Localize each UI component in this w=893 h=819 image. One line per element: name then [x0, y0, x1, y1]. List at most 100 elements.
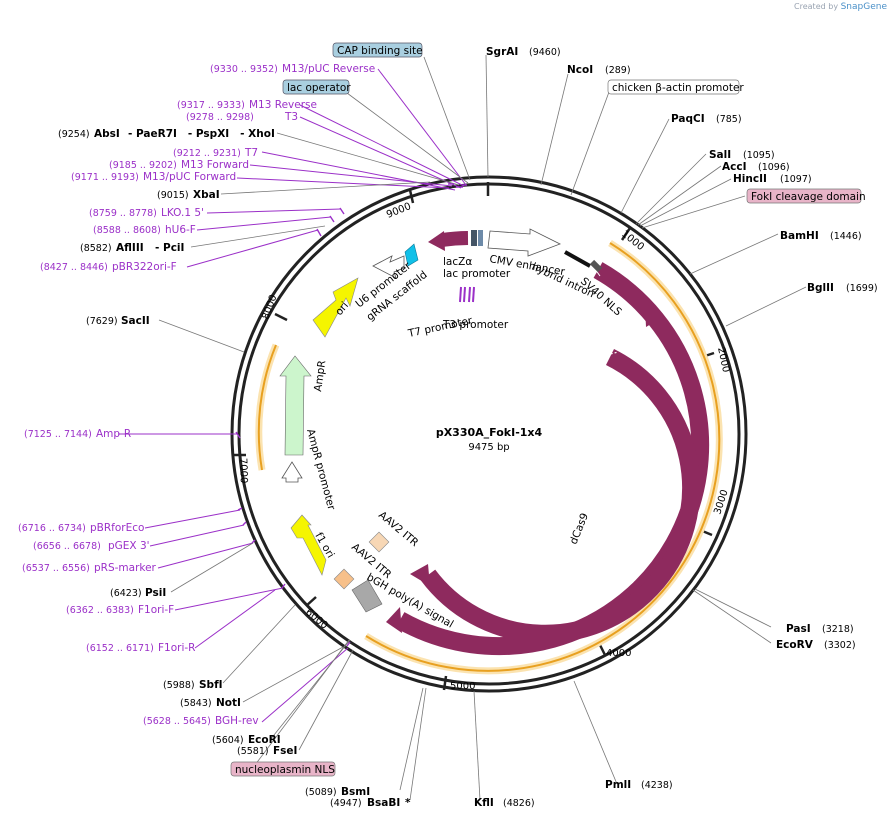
enzyme-afliii-pos: (8582)	[80, 243, 112, 254]
primer-m13puc-reverse: M13/pUC Reverse	[282, 63, 375, 75]
enzyme-bamhi-pos: (1446)	[830, 231, 862, 242]
primer-pbrforeco: pBRforEco	[90, 522, 144, 534]
primer-marks	[235, 183, 467, 647]
feature-t3-promoter: T3 promoter	[442, 319, 509, 331]
enzyme-acci: AccI	[722, 161, 746, 173]
enzyme-bamhi: BamHI	[780, 230, 819, 242]
primer-ampr: Amp-R	[96, 428, 131, 440]
box-cap-binding-site: CAP binding site	[337, 45, 423, 57]
feature-ampr: AmpR	[312, 360, 328, 393]
feature-arrows	[279, 228, 710, 656]
enzyme-noti: NotI	[216, 697, 241, 709]
enzyme-ecori-pos: (5604)	[212, 735, 244, 746]
tick-2000: 2000	[715, 346, 731, 373]
primer-hu6f: hU6-F	[165, 224, 196, 236]
enzyme-sbfi: SbfI	[199, 679, 223, 691]
enzyme-hincii-pos: (1097)	[780, 174, 812, 185]
primer-m13puc-forward-pos: (9171 .. 9193)	[71, 172, 139, 183]
enzyme-fsei-pos: (5581)	[237, 746, 269, 757]
boxed-labels: CAP binding site lac operator chicken β-…	[230, 42, 866, 777]
primer-pbr322ori-pos: (8427 .. 8446)	[40, 262, 108, 273]
primer-lko1: LKO.1 5'	[161, 207, 204, 219]
snapgene-credit: Created by SnapGene	[794, 2, 887, 12]
tick-8000: 8000	[260, 293, 279, 321]
box-lac-operator: lac operator	[287, 82, 351, 94]
enzyme-absi-isoschizomers: - PaeR7I - PspXI - XhoI	[128, 128, 275, 140]
enzyme-pasi-pos: (3218)	[822, 624, 854, 635]
enzyme-pmli: PmlI	[605, 779, 631, 791]
enzyme-sgrai: SgrAI	[486, 46, 518, 58]
enzyme-paqci-pos: (785)	[716, 114, 742, 125]
enzyme-acci-pos: (1096)	[758, 162, 790, 173]
enzyme-sacii: SacII	[121, 315, 150, 327]
primer-pbr322ori: pBR322ori-F	[112, 261, 177, 273]
primer-hu6f-pos: (8588 .. 8608)	[93, 225, 161, 236]
primer-prsmarker: pRS-marker	[94, 562, 157, 574]
enzyme-bglii: BglII	[807, 282, 834, 294]
primer-m13-forward: M13 Forward	[181, 159, 249, 171]
enzyme-sali: SalI	[709, 149, 731, 161]
enzyme-bsmi: BsmI	[341, 786, 370, 798]
enzyme-xbai-pos: (9015)	[157, 190, 189, 201]
primer-pgex3-pos: (6656 .. 6678)	[33, 541, 101, 552]
enzyme-labels: SgrAI (9460) NcoI (289) PaqCI (785) SalI…	[58, 46, 878, 809]
primer-bghrev-pos: (5628 .. 5645)	[143, 716, 211, 727]
enzyme-pcii: - PciI	[155, 242, 184, 254]
primer-f1orif-pos: (6362 .. 6383)	[66, 605, 134, 616]
primer-bghrev: BGH-rev	[215, 715, 259, 727]
enzyme-psii: PsiI	[145, 587, 166, 599]
enzyme-ncoi-pos: (289)	[605, 65, 631, 76]
plasmid-size: 9475 bp	[468, 442, 509, 453]
primer-m13-reverse-pos: (9317 .. 9333)	[177, 100, 245, 111]
primer-t7: T7	[244, 147, 258, 159]
enzyme-fsei: FseI	[273, 745, 297, 757]
box-foki-cleavage: FokI cleavage domain	[751, 191, 866, 203]
enzyme-noti-pos: (5843)	[180, 698, 212, 709]
enzyme-ecorv-pos: (3302)	[824, 640, 856, 651]
primer-t3-pos: (9278 .. 9298)	[186, 112, 254, 123]
enzyme-sali-pos: (1095)	[743, 150, 775, 161]
primer-labels: (9330 .. 9352) M13/pUC Reverse (9317 .. …	[18, 63, 375, 727]
enzyme-ncoi: NcoI	[567, 64, 593, 76]
enzyme-ecori: EcoRI	[248, 734, 281, 746]
enzyme-paqci: PaqCI	[671, 113, 705, 125]
primer-t3: T3	[284, 111, 298, 123]
snapgene-logo: SnapGene	[840, 2, 887, 12]
enzyme-bglii-pos: (1699)	[846, 283, 878, 294]
feature-ampr-promoter: AmpR promoter	[304, 428, 337, 512]
enzyme-bsabi-pos: (4947)	[330, 798, 362, 809]
enzyme-sgrai-pos: (9460)	[529, 47, 561, 58]
box-chicken-beta-actin: chicken β-actin promoter	[612, 82, 744, 94]
enzyme-bsabi-mark: *	[405, 797, 411, 809]
primer-ampr-pos: (7125 .. 7144)	[24, 429, 92, 440]
primer-prsmarker-pos: (6537 .. 6556)	[22, 563, 90, 574]
enzyme-kfli-pos: (4826)	[503, 798, 535, 809]
enzyme-bsmi-pos: (5089)	[305, 787, 337, 798]
feature-lac-promoter: lac promoter	[443, 268, 511, 280]
enzyme-psii-pos: (6423)	[110, 588, 142, 599]
enzyme-ecorv: EcoRV	[776, 639, 814, 651]
primer-f1orir-pos: (6152 .. 6171)	[86, 643, 154, 654]
enzyme-sbfi-pos: (5988)	[163, 680, 195, 691]
enzyme-leader-lines	[158, 54, 807, 801]
tick-6000: 6000	[303, 607, 330, 632]
tick-4000: 4000	[606, 648, 631, 659]
primer-f1orir: F1ori-R	[158, 642, 195, 654]
primer-t7-pos: (9212 .. 9231)	[173, 148, 241, 159]
enzyme-absi-pos: (9254)	[58, 129, 90, 140]
feature-lacz: lacZα	[443, 256, 472, 268]
primer-m13-forward-pos: (9185 .. 9202)	[109, 160, 177, 171]
enzyme-pmli-pos: (4238)	[641, 780, 673, 791]
enzyme-bsabi: BsaBI	[367, 797, 400, 809]
primer-lko1-pos: (8759 .. 8778)	[89, 208, 157, 219]
enzyme-pasi: PasI	[786, 623, 811, 635]
primer-leader-lines	[118, 68, 467, 723]
enzyme-hincii: HincII	[733, 173, 767, 185]
enzyme-absi: AbsI	[94, 128, 120, 140]
highlight-arcs	[255, 240, 723, 675]
primer-m13puc-reverse-pos: (9330 .. 9352)	[210, 64, 278, 75]
box-nucleoplasmin-nls: nucleoplasmin NLS	[235, 764, 335, 776]
enzyme-xbai: XbaI	[193, 189, 220, 201]
primer-pbrforeco-pos: (6716 .. 6734)	[18, 523, 86, 534]
